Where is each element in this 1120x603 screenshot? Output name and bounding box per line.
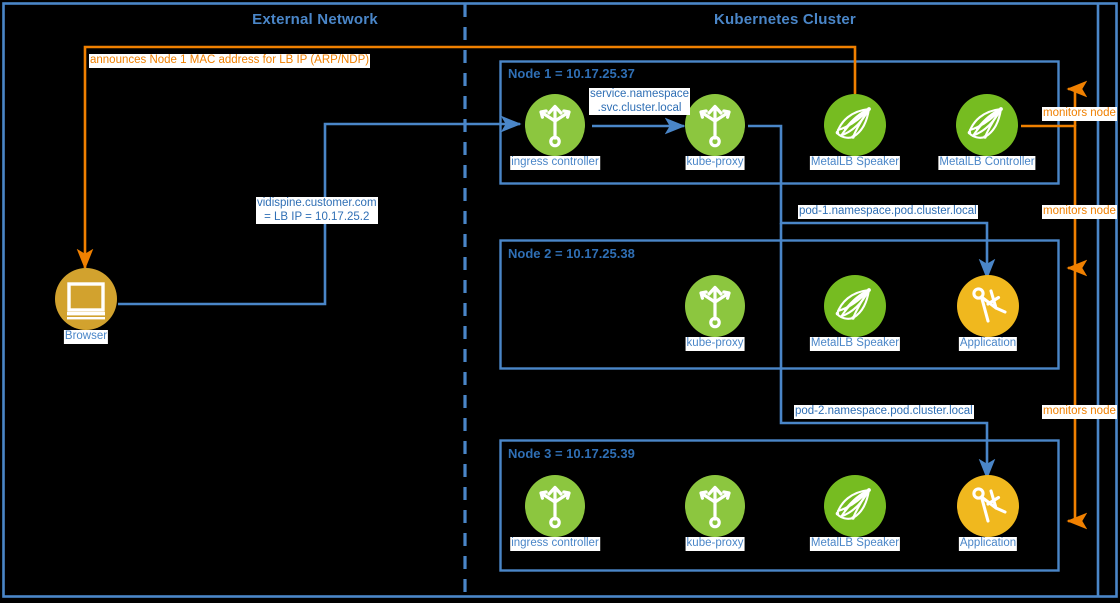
pod-2-dns-label: pod-2.namespace.pod.cluster.local [794, 405, 974, 419]
node1-speaker-label: MetalLB Speaker [809, 156, 901, 170]
node1-kube-proxy[interactable]: kube-proxy [684, 94, 746, 170]
node-1-title: Node 1 = 10.17.25.37 [508, 66, 635, 81]
lb-ip-label: vidispine.customer.com = LB IP = 10.17.2… [256, 197, 378, 225]
node3-kubeproxy-label: kube-proxy [685, 537, 745, 551]
service-dns-line-1: service.namespace [590, 88, 690, 100]
node2-application-label: Application [958, 337, 1018, 351]
node1-kubeproxy-label: kube-proxy [685, 156, 745, 170]
edge-speaker-announces-arp [76, 45, 857, 270]
node3-speaker-label: MetalLB Speaker [809, 537, 901, 551]
service-dns-line-2: .svc.cluster.local [597, 101, 682, 114]
node2-speaker-label: MetalLB Speaker [809, 337, 901, 351]
application-icon [957, 475, 1019, 537]
node-3-title: Node 3 = 10.17.25.39 [508, 446, 635, 461]
browser-icon [55, 268, 117, 330]
node3-kube-proxy[interactable]: kube-proxy [684, 475, 746, 551]
ingress-controller-icon [525, 94, 585, 156]
monitors-node-label-1: monitors node [1042, 107, 1117, 121]
pod-1-dns-label: pod-1.namespace.pod.cluster.local [798, 205, 978, 219]
application-icon [957, 275, 1019, 337]
external-network-title: External Network [252, 11, 378, 28]
node-3-box [499, 439, 1060, 572]
metallb-speaker-icon [824, 275, 886, 337]
browser-node[interactable]: Browser [55, 268, 117, 344]
metallb-controller-icon [956, 94, 1018, 156]
node1-ingress-controller[interactable]: ingress controller [510, 94, 600, 170]
kube-proxy-icon [685, 94, 745, 156]
metallb-speaker-icon [824, 475, 886, 537]
lb-ip-line-1: vidispine.customer.com [257, 197, 377, 209]
metallb-speaker-icon [824, 94, 886, 156]
arp-announce-label: announces Node 1 MAC address for LB IP (… [89, 54, 371, 68]
node3-metallb-speaker[interactable]: MetalLB Speaker [809, 475, 901, 551]
node1-metallb-speaker[interactable]: MetalLB Speaker [809, 94, 901, 170]
node-2-title: Node 2 = 10.17.25.38 [508, 246, 635, 261]
node3-application-label: Application [958, 537, 1018, 551]
edge-controller-trunk [1021, 124, 1077, 521]
kubernetes-cluster-title: Kubernetes Cluster [714, 11, 856, 28]
edge-kubeproxy-to-app-node3 [779, 223, 996, 480]
node2-kubeproxy-label: kube-proxy [685, 337, 745, 351]
node2-application[interactable]: Application [957, 275, 1019, 351]
kube-proxy-icon [685, 275, 745, 337]
kube-proxy-icon [685, 475, 745, 537]
node3-ingress-label: ingress controller [510, 537, 600, 551]
ingress-controller-icon [525, 475, 585, 537]
node2-metallb-speaker[interactable]: MetalLB Speaker [809, 275, 901, 351]
lb-ip-line-2: = LB IP = 10.17.25.2 [264, 210, 370, 223]
node3-application[interactable]: Application [957, 475, 1019, 551]
node-2-box [499, 239, 1060, 370]
node1-controller-label: MetalLB Controller [938, 156, 1036, 170]
node2-kube-proxy[interactable]: kube-proxy [684, 275, 746, 351]
node-1-box [499, 60, 1060, 185]
node1-ingress-label: ingress controller [510, 156, 600, 170]
node3-ingress-controller[interactable]: ingress controller [510, 475, 600, 551]
monitors-node-label-3: monitors node [1042, 405, 1117, 419]
browser-label: Browser [63, 330, 109, 344]
service-dns-label: service.namespace .svc.cluster.local [589, 88, 691, 116]
node1-metallb-controller[interactable]: MetalLB Controller [938, 94, 1036, 170]
monitors-node-label-2: monitors node [1042, 205, 1117, 219]
